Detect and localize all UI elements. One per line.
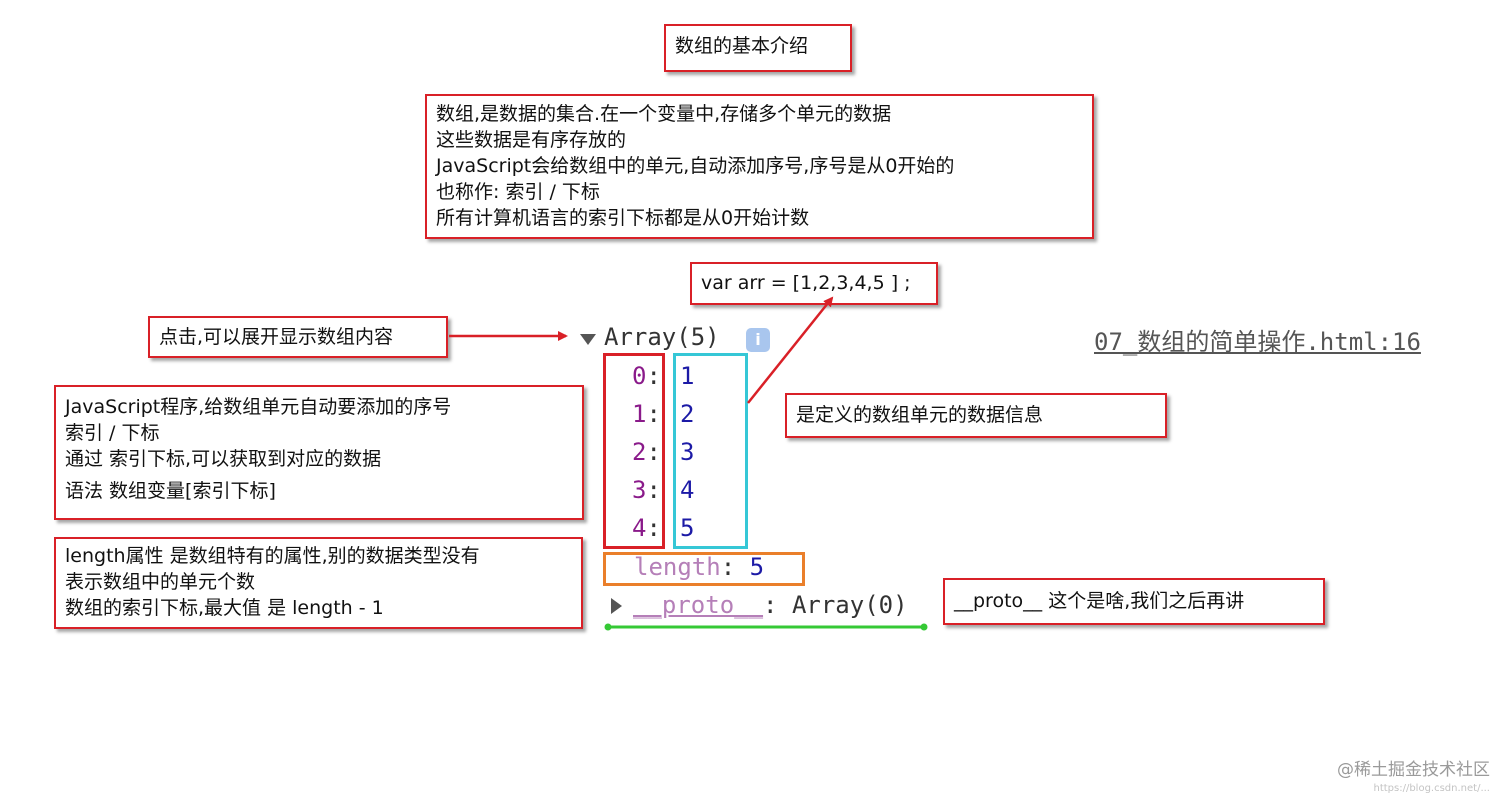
index-note-line-3: 通过 索引下标,可以获取到对应的数据 xyxy=(65,448,382,470)
entry-value: 4 xyxy=(680,476,695,504)
array-entry-1: 1: 2 xyxy=(632,400,695,428)
proto-note-text: __proto__ 这个是啥,我们之后再讲 xyxy=(954,590,1245,612)
intro-line-4: 也称作: 索引 / 下标 xyxy=(436,181,600,203)
length-highlight-outline xyxy=(603,552,805,586)
array-entry-3: 3: 4 xyxy=(632,476,695,504)
watermark: @稀土掘金技术社区 xyxy=(1337,760,1490,780)
proto-underline-end xyxy=(920,623,928,631)
entry-value: 5 xyxy=(680,514,695,542)
array-entry-2: 2: 3 xyxy=(632,438,695,466)
proto-note-box: __proto__ 这个是啥,我们之后再讲 xyxy=(943,578,1325,625)
length-value: 5 xyxy=(749,553,765,581)
code-box: var arr = [1,2,3,4,5 ] ; xyxy=(690,262,938,305)
index-note-line-4: 语法 数组变量[索引下标] xyxy=(65,480,276,502)
click-note-box: 点击,可以展开显示数组内容 xyxy=(148,316,448,358)
watermark-sub: https://blog.csdn.net/... xyxy=(1373,783,1490,794)
title-text: 数组的基本介绍 xyxy=(675,35,809,57)
proto-key: __proto__ xyxy=(633,591,764,619)
proto-underline-start xyxy=(604,623,612,631)
value-note-box: 是定义的数组单元的数据信息 xyxy=(785,393,1167,438)
length-note-box: length属性 是数组特有的属性,别的数据类型没有 表示数组中的单元个数 数组… xyxy=(54,537,583,629)
source-link[interactable]: 07_数组的简单操作.html:16 xyxy=(1094,328,1421,356)
index-note-box: JavaScript程序,给数组单元自动要添加的序号 索引 / 下标 通过 索引… xyxy=(54,385,584,520)
entry-key: 3 xyxy=(632,476,647,504)
length-note-line-3: 数组的索引下标,最大值 是 length - 1 xyxy=(65,597,384,619)
entry-key: 0 xyxy=(632,362,647,390)
array-entry-0: 0: 1 xyxy=(632,362,695,390)
entry-value: 2 xyxy=(680,400,695,428)
length-note-line-2: 表示数组中的单元个数 xyxy=(65,571,256,593)
entry-key: 2 xyxy=(632,438,647,466)
title-box: 数组的基本介绍 xyxy=(664,24,852,72)
proto-value: Array(0) xyxy=(791,591,908,619)
array-entry-4: 4: 5 xyxy=(632,514,695,542)
entry-value: 3 xyxy=(680,438,695,466)
index-highlight-outline xyxy=(603,353,665,549)
index-note-line-2: 索引 / 下标 xyxy=(65,422,160,444)
array-header-text: Array(5) xyxy=(604,323,720,351)
length-row: length: 5 xyxy=(634,553,765,581)
value-note-text: 是定义的数组单元的数据信息 xyxy=(796,404,1044,426)
proto-row[interactable]: __proto__: Array(0) xyxy=(633,591,908,619)
info-icon[interactable]: i xyxy=(746,328,770,352)
entry-key: 4 xyxy=(632,514,647,542)
entry-value: 1 xyxy=(680,362,695,390)
click-note-text: 点击,可以展开显示数组内容 xyxy=(159,326,394,348)
intro-line-1: 数组,是数据的集合.在一个变量中,存储多个单元的数据 xyxy=(436,103,892,125)
intro-line-2: 这些数据是有序存放的 xyxy=(436,129,627,151)
arrow-value-to-code xyxy=(747,296,834,404)
length-key: length xyxy=(634,553,721,581)
array-header[interactable]: Array(5) xyxy=(604,323,720,351)
value-highlight-outline xyxy=(673,353,748,549)
length-note-line-1: length属性 是数组特有的属性,别的数据类型没有 xyxy=(65,545,480,567)
entry-key: 1 xyxy=(632,400,647,428)
intro-box: 数组,是数据的集合.在一个变量中,存储多个单元的数据 这些数据是有序存放的 Ja… xyxy=(425,94,1094,239)
index-note-line-1: JavaScript程序,给数组单元自动要添加的序号 xyxy=(65,396,452,418)
proto-expand-icon[interactable] xyxy=(611,598,622,614)
expand-triangle-icon[interactable] xyxy=(580,334,596,345)
intro-line-5: 所有计算机语言的索引下标都是从0开始计数 xyxy=(436,207,810,229)
intro-line-3: JavaScript会给数组中的单元,自动添加序号,序号是从0开始的 xyxy=(436,155,955,177)
code-text: var arr = [1,2,3,4,5 ] ; xyxy=(701,272,911,294)
